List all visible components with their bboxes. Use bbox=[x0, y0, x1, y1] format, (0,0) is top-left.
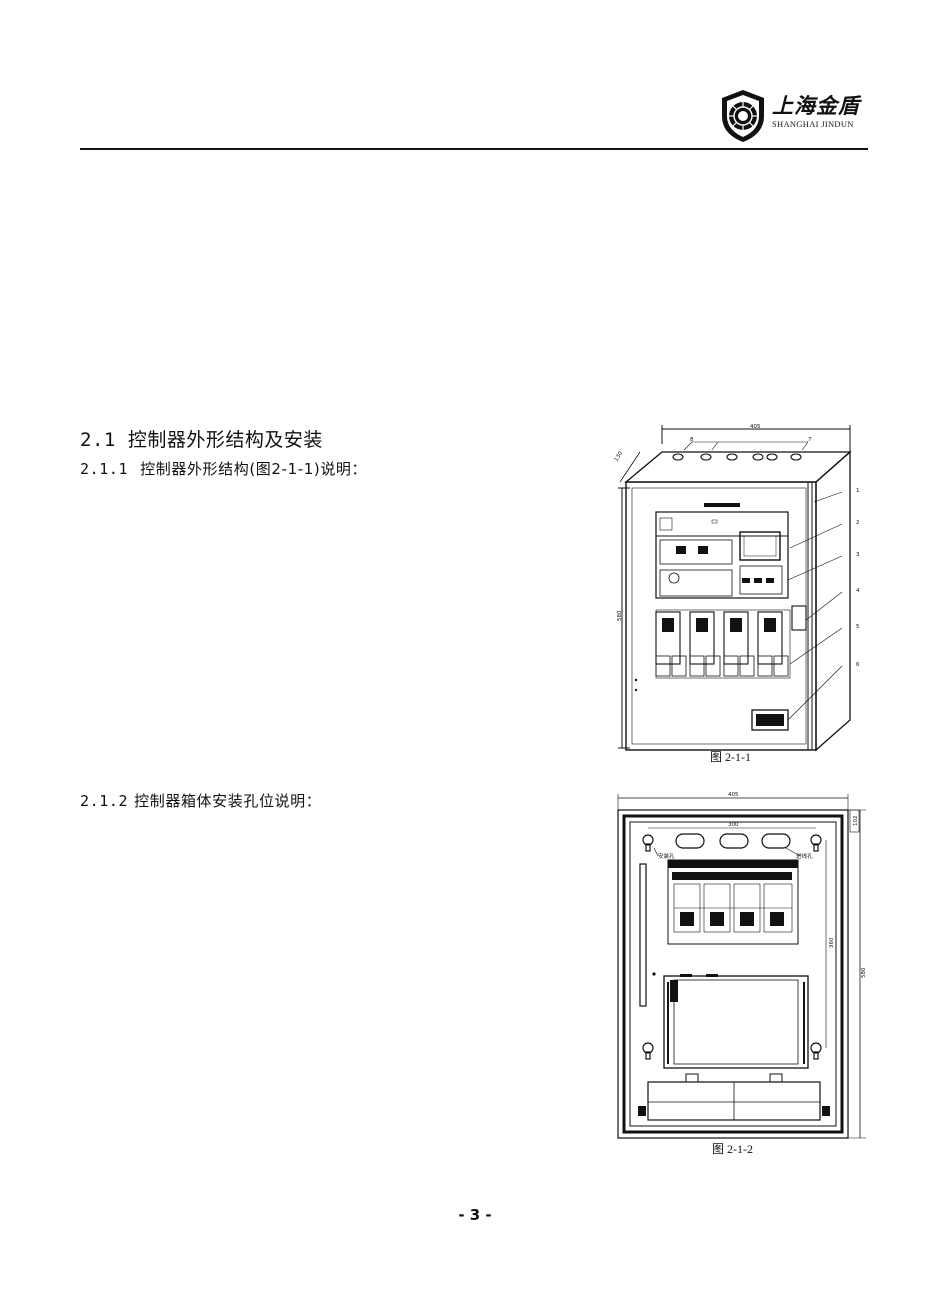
section-heading: 2.1 控制器外形结构及安装 bbox=[80, 425, 323, 452]
dim-depth-label: 130 bbox=[614, 450, 625, 463]
callout-1: 1 bbox=[856, 488, 860, 494]
dim-width-label: 405 bbox=[750, 424, 761, 430]
section-title: 控制器外形结构及安装 bbox=[127, 429, 323, 451]
subsection-title-1: 控制器外形结构(图2-1-1)说明： bbox=[140, 460, 368, 478]
callout-2: 2 bbox=[856, 520, 860, 526]
cabinet-front-drawing: 405 130 580 8 7 1 2 3 4 5 6 bbox=[614, 424, 860, 752]
dim-inner-label: 300 bbox=[728, 822, 739, 828]
figure-mounting-holes: 405 300 360 580 102 安装孔 进线孔 bbox=[610, 788, 872, 1140]
dim-width-label: 405 bbox=[728, 792, 739, 798]
figure-2-caption: 图 2-1-2 bbox=[712, 1142, 753, 1156]
logo-english-text: SHANGHAI JINDUN bbox=[772, 119, 854, 129]
dim-height-label: 580 bbox=[617, 610, 623, 621]
subsection-heading-2: 2.1.2 控制器箱体安装孔位说明： bbox=[80, 790, 321, 811]
callout-6: 6 bbox=[856, 662, 860, 668]
callout-5: 5 bbox=[856, 624, 860, 630]
figure-cabinet-front: 405 130 580 8 7 1 2 3 4 5 6 bbox=[612, 420, 870, 755]
dim-vertical-label: 360 bbox=[829, 937, 835, 948]
callout-4: 4 bbox=[856, 588, 860, 594]
header-rule bbox=[80, 148, 868, 150]
cable-entry-label: 进线孔 bbox=[796, 852, 813, 860]
figure-1-caption: 图 2-1-1 bbox=[710, 750, 751, 764]
shield-seal-icon bbox=[722, 90, 764, 142]
logo-chinese-text: 上海金盾 bbox=[772, 93, 860, 118]
mounting-holes-drawing: 405 300 360 580 102 安装孔 进线孔 bbox=[617, 792, 867, 1139]
callout-7: 7 bbox=[808, 437, 812, 443]
company-logo: 上海金盾 SHANGHAI JINDUN bbox=[718, 88, 868, 146]
section-number: 2.1 bbox=[80, 429, 116, 451]
subsection-number-1: 2.1.1 bbox=[80, 460, 129, 478]
callout-8: 8 bbox=[690, 437, 694, 443]
dim-height-label: 580 bbox=[861, 967, 867, 978]
mounting-hole-label: 安装孔 bbox=[658, 852, 675, 860]
subsection-heading-1: 2.1.1 控制器外形结构(图2-1-1)说明： bbox=[80, 458, 367, 479]
subsection-title-2: 控制器箱体安装孔位说明： bbox=[134, 792, 322, 810]
callout-3: 3 bbox=[856, 552, 860, 558]
subsection-number-2: 2.1.2 bbox=[80, 792, 129, 810]
dim-top-label: 102 bbox=[853, 816, 859, 827]
page-number: - 3 - bbox=[458, 1206, 492, 1224]
